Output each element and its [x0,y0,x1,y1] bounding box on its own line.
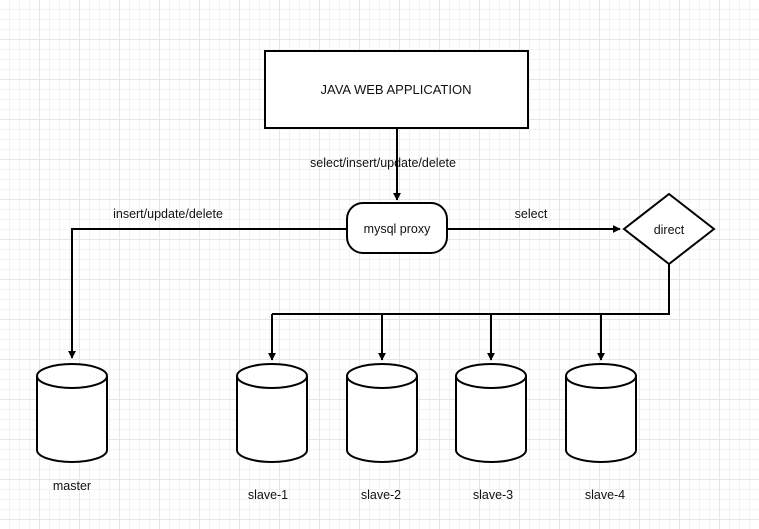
edge-app-proxy: select/insert/update/delete [310,128,456,201]
app-label: JAVA WEB APPLICATION [321,82,472,97]
app-node: JAVA WEB APPLICATION [264,50,529,129]
slave-2-db: slave-2 [346,363,418,502]
edge-app-proxy-label: select/insert/update/delete [310,156,456,170]
edge-direct-slaves [268,264,670,361]
proxy-node: mysql proxy [346,202,448,254]
direct-node: direct [622,192,716,266]
slave-1-label: slave-1 [248,488,288,502]
slave-4-label: slave-4 [585,488,625,502]
slave-4-db: slave-4 [565,363,637,502]
edge-proxy-direct: select [447,207,621,233]
slave-3-db: slave-3 [455,363,527,502]
edge-proxy-direct-label: select [515,207,548,221]
direct-label: direct [654,223,685,237]
master-db: master [36,363,108,493]
slave-2-label: slave-2 [361,488,401,502]
slave-3-label: slave-3 [473,488,513,502]
edge-proxy-master: insert/update/delete [68,207,347,359]
proxy-label: mysql proxy [364,222,431,236]
edge-proxy-master-label: insert/update/delete [113,207,223,221]
master-label: master [53,479,91,493]
slave-1-db: slave-1 [236,363,308,502]
